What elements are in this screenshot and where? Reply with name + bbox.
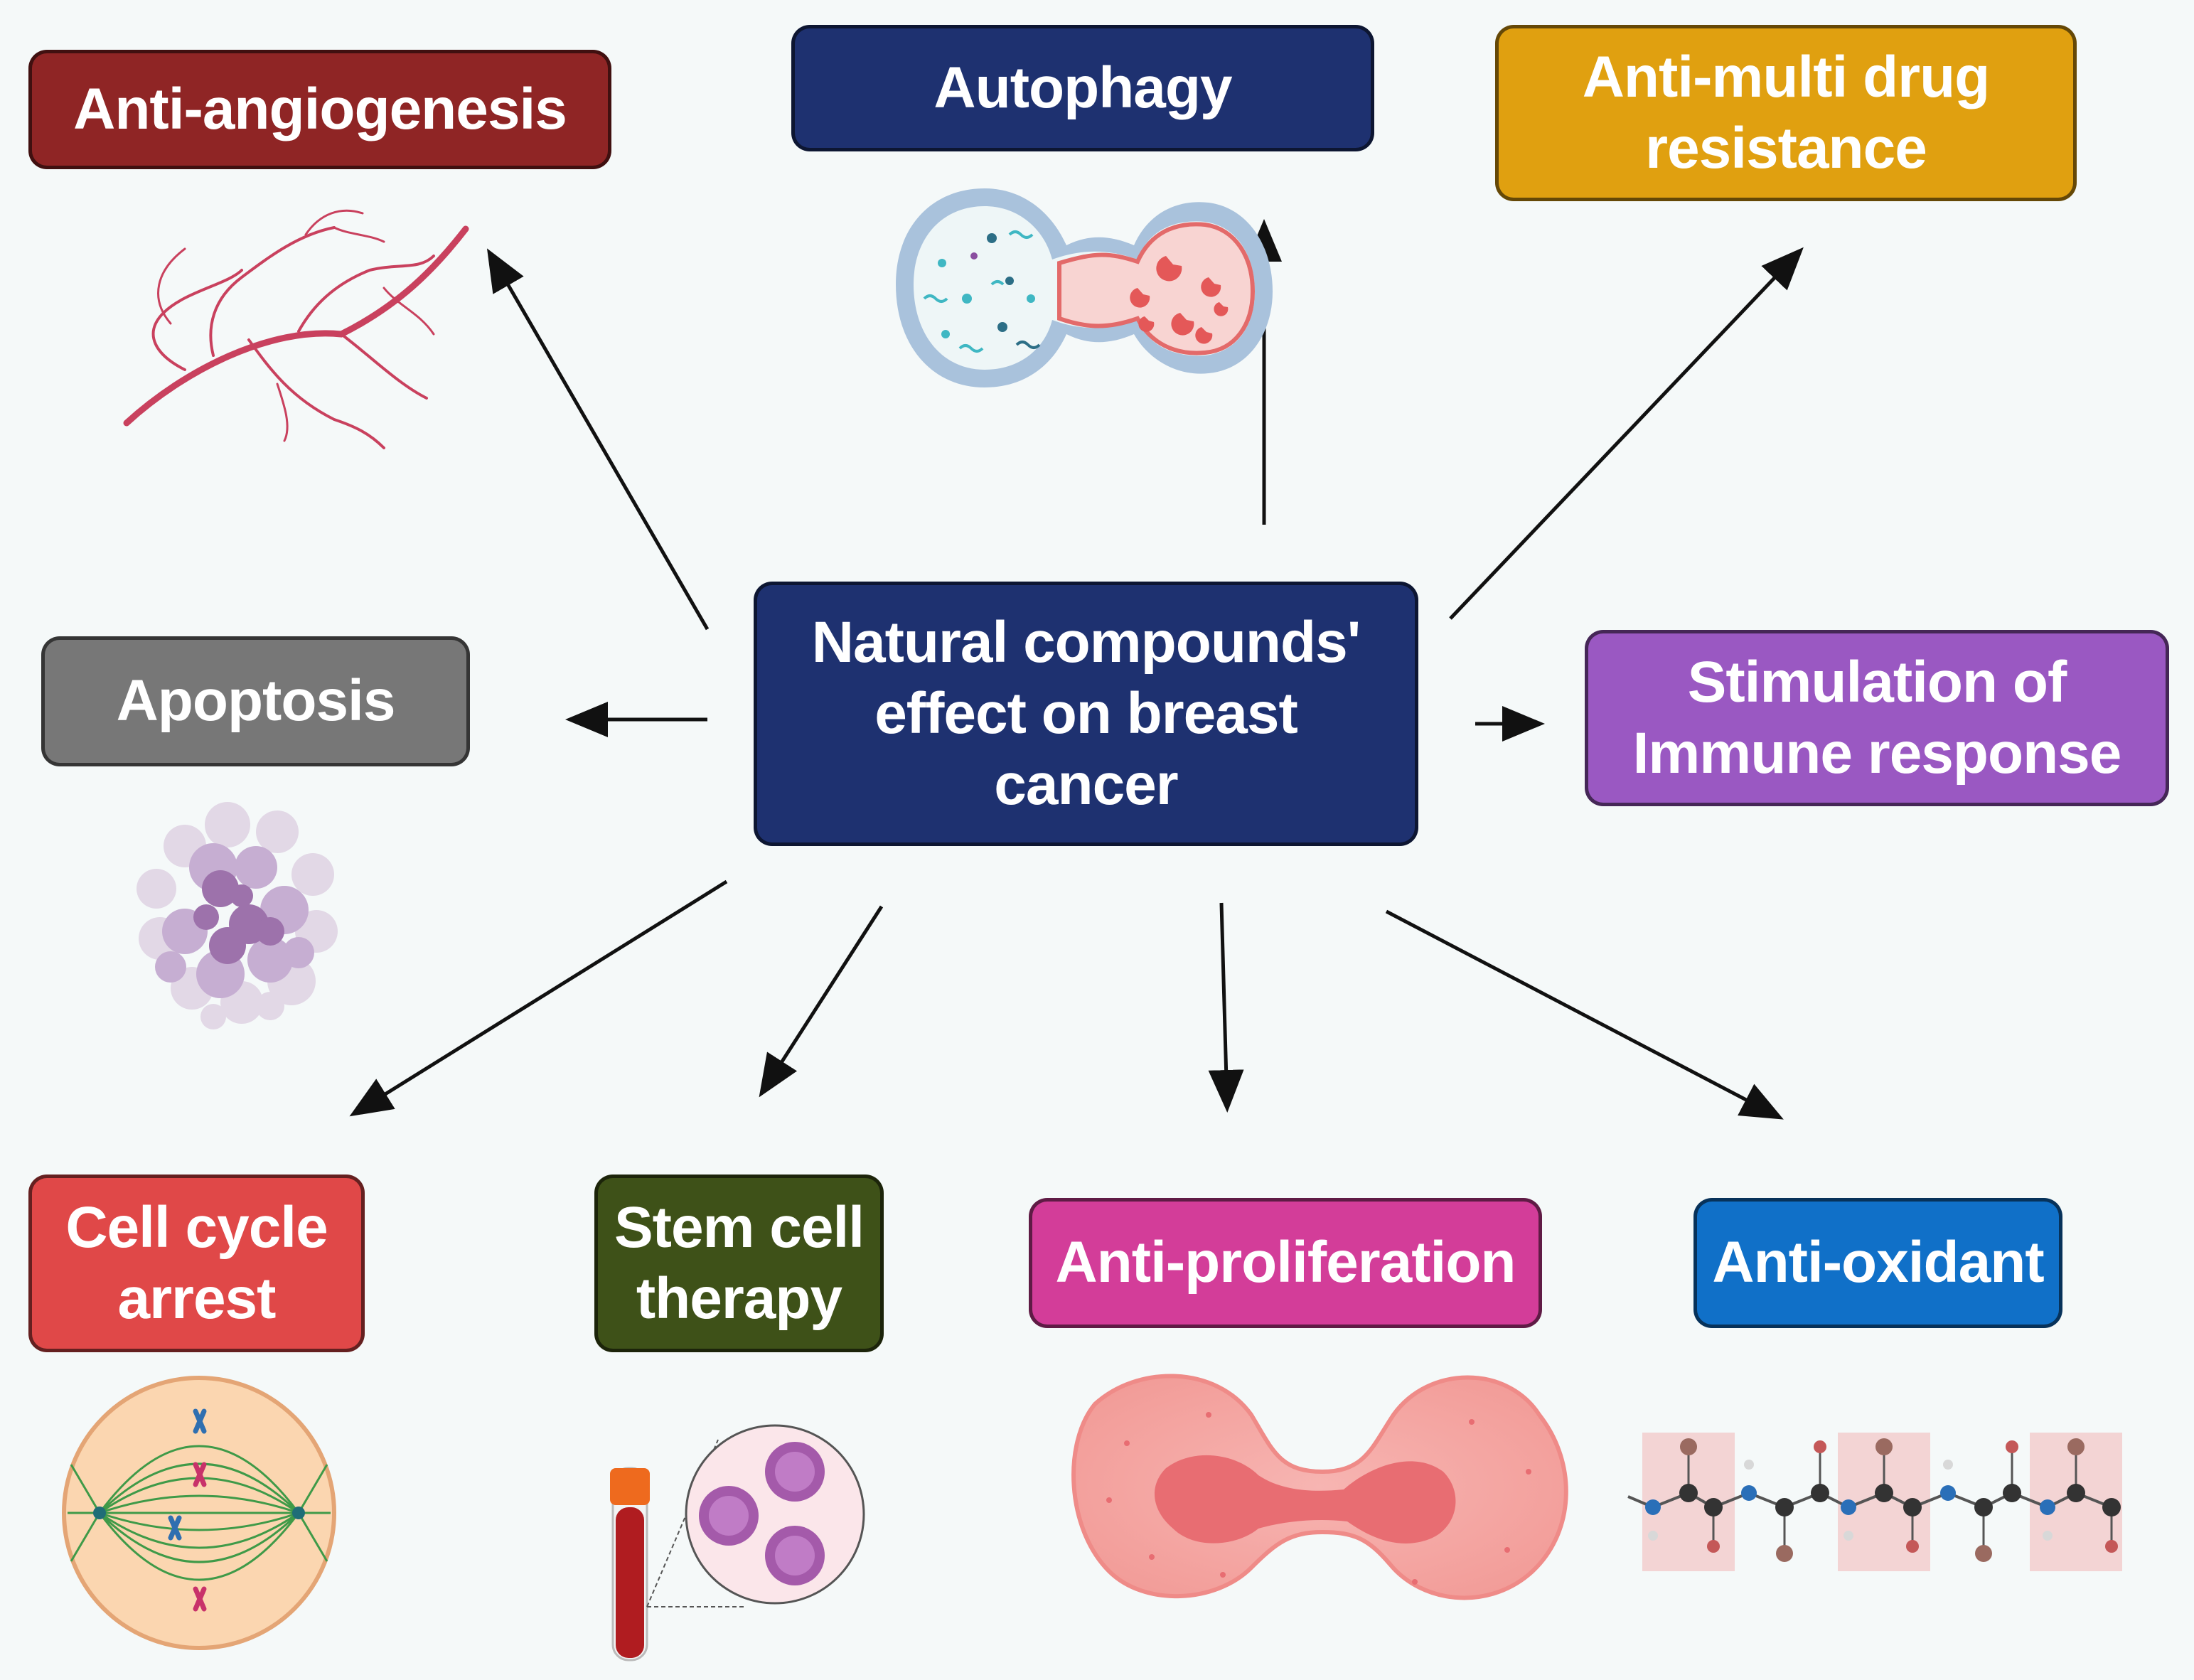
apoptotic-cell-icon [137,802,338,1029]
immune-box: Stimulation of Immune response [1585,630,2169,806]
blood-tube-stem-cells-icon [610,1424,865,1662]
dividing-cell-icon [1071,1374,1568,1600]
anti-proliferation-box: Anti-proliferation [1029,1198,1542,1328]
anti-oxidant-label: Anti-oxidant [1712,1230,2044,1295]
anti-mdr-label: Anti-multi drug resistance [1582,44,1991,181]
blood-vessels-icon [123,209,469,449]
anti-angiogenesis-box: Anti-angiogenesis [28,50,611,169]
peptide-chain-icon [1627,1433,2122,1571]
arrows [349,219,1804,1120]
arrow-to-anti-angiogenesis [486,248,710,631]
stem-cell-label: Stem cell therapy [614,1194,865,1331]
arrow-to-cell-cycle [349,879,728,1117]
mitotic-spindle-icon [62,1376,336,1650]
stem-cell-box: Stem cell therapy [594,1175,884,1352]
center-label: Natural compounds' effect on breast canc… [811,609,1361,818]
anti-oxidant-box: Anti-oxidant [1693,1198,2062,1328]
autophagosome-fusion-icon [896,188,1273,387]
anti-angiogenesis-label: Anti-angiogenesis [73,76,567,141]
apoptosis-box: Apoptosis [41,636,470,766]
immune-label: Stimulation of Immune response [1632,649,2122,786]
apoptosis-label: Apoptosis [116,668,396,734]
autophagy-box: Autophagy [791,25,1374,151]
cell-cycle-box: Cell cycle arrest [28,1175,365,1352]
center-box: Natural compounds' effect on breast canc… [754,582,1418,846]
anti-proliferation-label: Anti-proliferation [1055,1230,1516,1295]
anti-mdr-box: Anti-multi drug resistance [1495,25,2077,201]
arrow-to-stem-cell [759,905,884,1098]
arrow-to-anti-oxidant [1385,909,1784,1120]
arrow-to-anti-mdr [1449,247,1804,620]
autophagy-label: Autophagy [933,55,1232,120]
cell-cycle-label: Cell cycle arrest [65,1194,328,1331]
arrow-to-anti-proliferation [1208,902,1244,1113]
